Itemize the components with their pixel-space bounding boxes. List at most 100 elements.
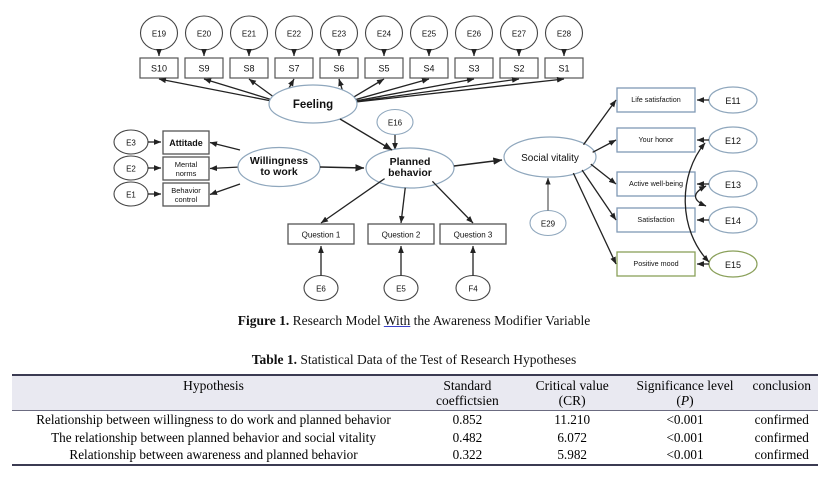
error-label: E1	[126, 191, 136, 200]
outcome-label: Your honor	[639, 135, 675, 144]
table-header-cell-2: Critical value(CR)	[520, 375, 625, 411]
table-cell-2: 5.982	[557, 447, 587, 463]
structural-arrows	[319, 118, 503, 172]
construct-label: Attitade	[169, 138, 203, 148]
indicator-box-s8: S8	[229, 57, 269, 79]
table-row: The relationship between planned behavio…	[12, 429, 818, 447]
error-ellipse-e12: E12	[696, 126, 758, 154]
table-cell-0: Relationship between willingness to do w…	[36, 412, 391, 428]
table-caption: Table 1. Statistical Data of the Test of…	[0, 352, 828, 368]
error-e16: E16	[376, 108, 414, 136]
error-ellipse-e13: E13	[696, 170, 758, 198]
error-label: E24	[377, 30, 392, 39]
error-ellipse-e6: E6	[303, 245, 339, 302]
error-ellipse-e11: E11	[696, 86, 758, 114]
latent-planned-label-line2: behavior	[388, 167, 432, 179]
error-label: E13	[725, 180, 741, 190]
latent-willingness: Willingness to work	[237, 146, 321, 188]
indicator-box-s2: S2	[499, 57, 539, 79]
indicator-label: S10	[151, 64, 167, 74]
error-label: E2	[126, 165, 136, 174]
outcome-box-active-well-being: Active well-being	[616, 171, 696, 197]
error-ellipse-e24: E24	[364, 15, 404, 51]
construct-label-line2: norms	[176, 169, 197, 178]
error-label: E12	[725, 136, 741, 146]
header-line1: Hypothesis	[183, 378, 244, 393]
error-label: E3	[126, 139, 136, 148]
error-label: E28	[557, 30, 572, 39]
error-ellipse-e14: E14	[696, 206, 758, 234]
error-label: E25	[422, 30, 437, 39]
indicator-label: S9	[198, 64, 209, 74]
figure-caption-text-before: Research Model	[289, 313, 384, 328]
construct-label-line1: Behavior	[171, 186, 201, 195]
table-row: Relationship between willingness to do w…	[12, 411, 818, 429]
error-label: E11	[725, 96, 740, 106]
top-error-arrows	[156, 48, 567, 57]
latent-willingness-label-line1: Willingness	[250, 155, 308, 167]
table-cell-3: <0.001	[666, 412, 704, 428]
error-ellipse-e27: E27	[499, 15, 539, 51]
header-line1: Standard	[443, 378, 492, 393]
error-e29: E29	[529, 209, 567, 237]
error-label: E21	[242, 30, 257, 39]
table-caption-label: Table 1.	[251, 352, 298, 367]
header-line1: conclusion	[752, 378, 811, 393]
figure-caption: Figure 1. Research Model With the Awaren…	[0, 313, 828, 329]
latent-willingness-label-line2: to work	[260, 166, 297, 178]
table-header-cell-4: conclusion	[745, 375, 818, 411]
error-label: E20	[197, 30, 212, 39]
error-label: E19	[152, 30, 167, 39]
error-ellipse-e22: E22	[274, 15, 314, 51]
question-box-3: Question 3	[439, 223, 507, 245]
indicator-box-s4: S4	[409, 57, 449, 79]
figure-caption-label: Figure 1.	[237, 313, 290, 328]
error-ellipse-e2: E2	[113, 155, 162, 181]
error-ellipse-e23: E23	[319, 15, 359, 51]
error-e16-label: E16	[388, 119, 403, 128]
error-label: E22	[287, 30, 302, 39]
correlation-curves	[684, 142, 710, 263]
indicator-label: S4	[423, 64, 434, 74]
indicator-box-s3: S3	[454, 57, 494, 79]
table-cell-2: 6.072	[557, 429, 587, 445]
indicator-box-s1: S1	[544, 57, 584, 79]
error-label: E26	[467, 30, 482, 39]
table-cell-2: 11.210	[554, 412, 591, 428]
outcome-label: Satisfaction	[637, 215, 674, 224]
question-box-1: Question 1	[287, 223, 355, 245]
error-e29-label: E29	[541, 220, 556, 229]
header-line2: coeffictsien	[436, 393, 499, 409]
outcome-box-positive-mood: Positive mood	[616, 251, 696, 277]
error-label: E6	[316, 285, 326, 294]
table-row: Relationship between awareness and plann…	[12, 446, 818, 465]
question-label: Question 3	[454, 231, 493, 240]
table-cell-1: 0.852	[452, 412, 483, 428]
table-cell-1: 0.322	[452, 447, 483, 463]
latent-social-vitality: Social vitality	[503, 136, 597, 178]
error-ellipse-e1: E1	[113, 181, 162, 207]
error-ellipse-e15: E15	[696, 250, 758, 278]
latent-planned-label-line1: Planned	[390, 156, 431, 168]
table-cell-4: confirmed	[754, 412, 809, 428]
table-cell-4: confirmed	[754, 429, 809, 445]
figure-caption-text-after: the Awareness Modifier Variable	[410, 313, 591, 328]
top-error-ellipses: E19 E20 E21 E22 E23 E24 E25 E26 E27 E28	[139, 15, 584, 51]
construct-label-line2: control	[175, 195, 198, 204]
header-line1: Significance level	[636, 378, 734, 393]
error-ellipse-e26: E26	[454, 15, 494, 51]
table-cell-3: <0.001	[666, 429, 704, 445]
table-header-cell-3: Significance level(P)	[625, 375, 746, 411]
